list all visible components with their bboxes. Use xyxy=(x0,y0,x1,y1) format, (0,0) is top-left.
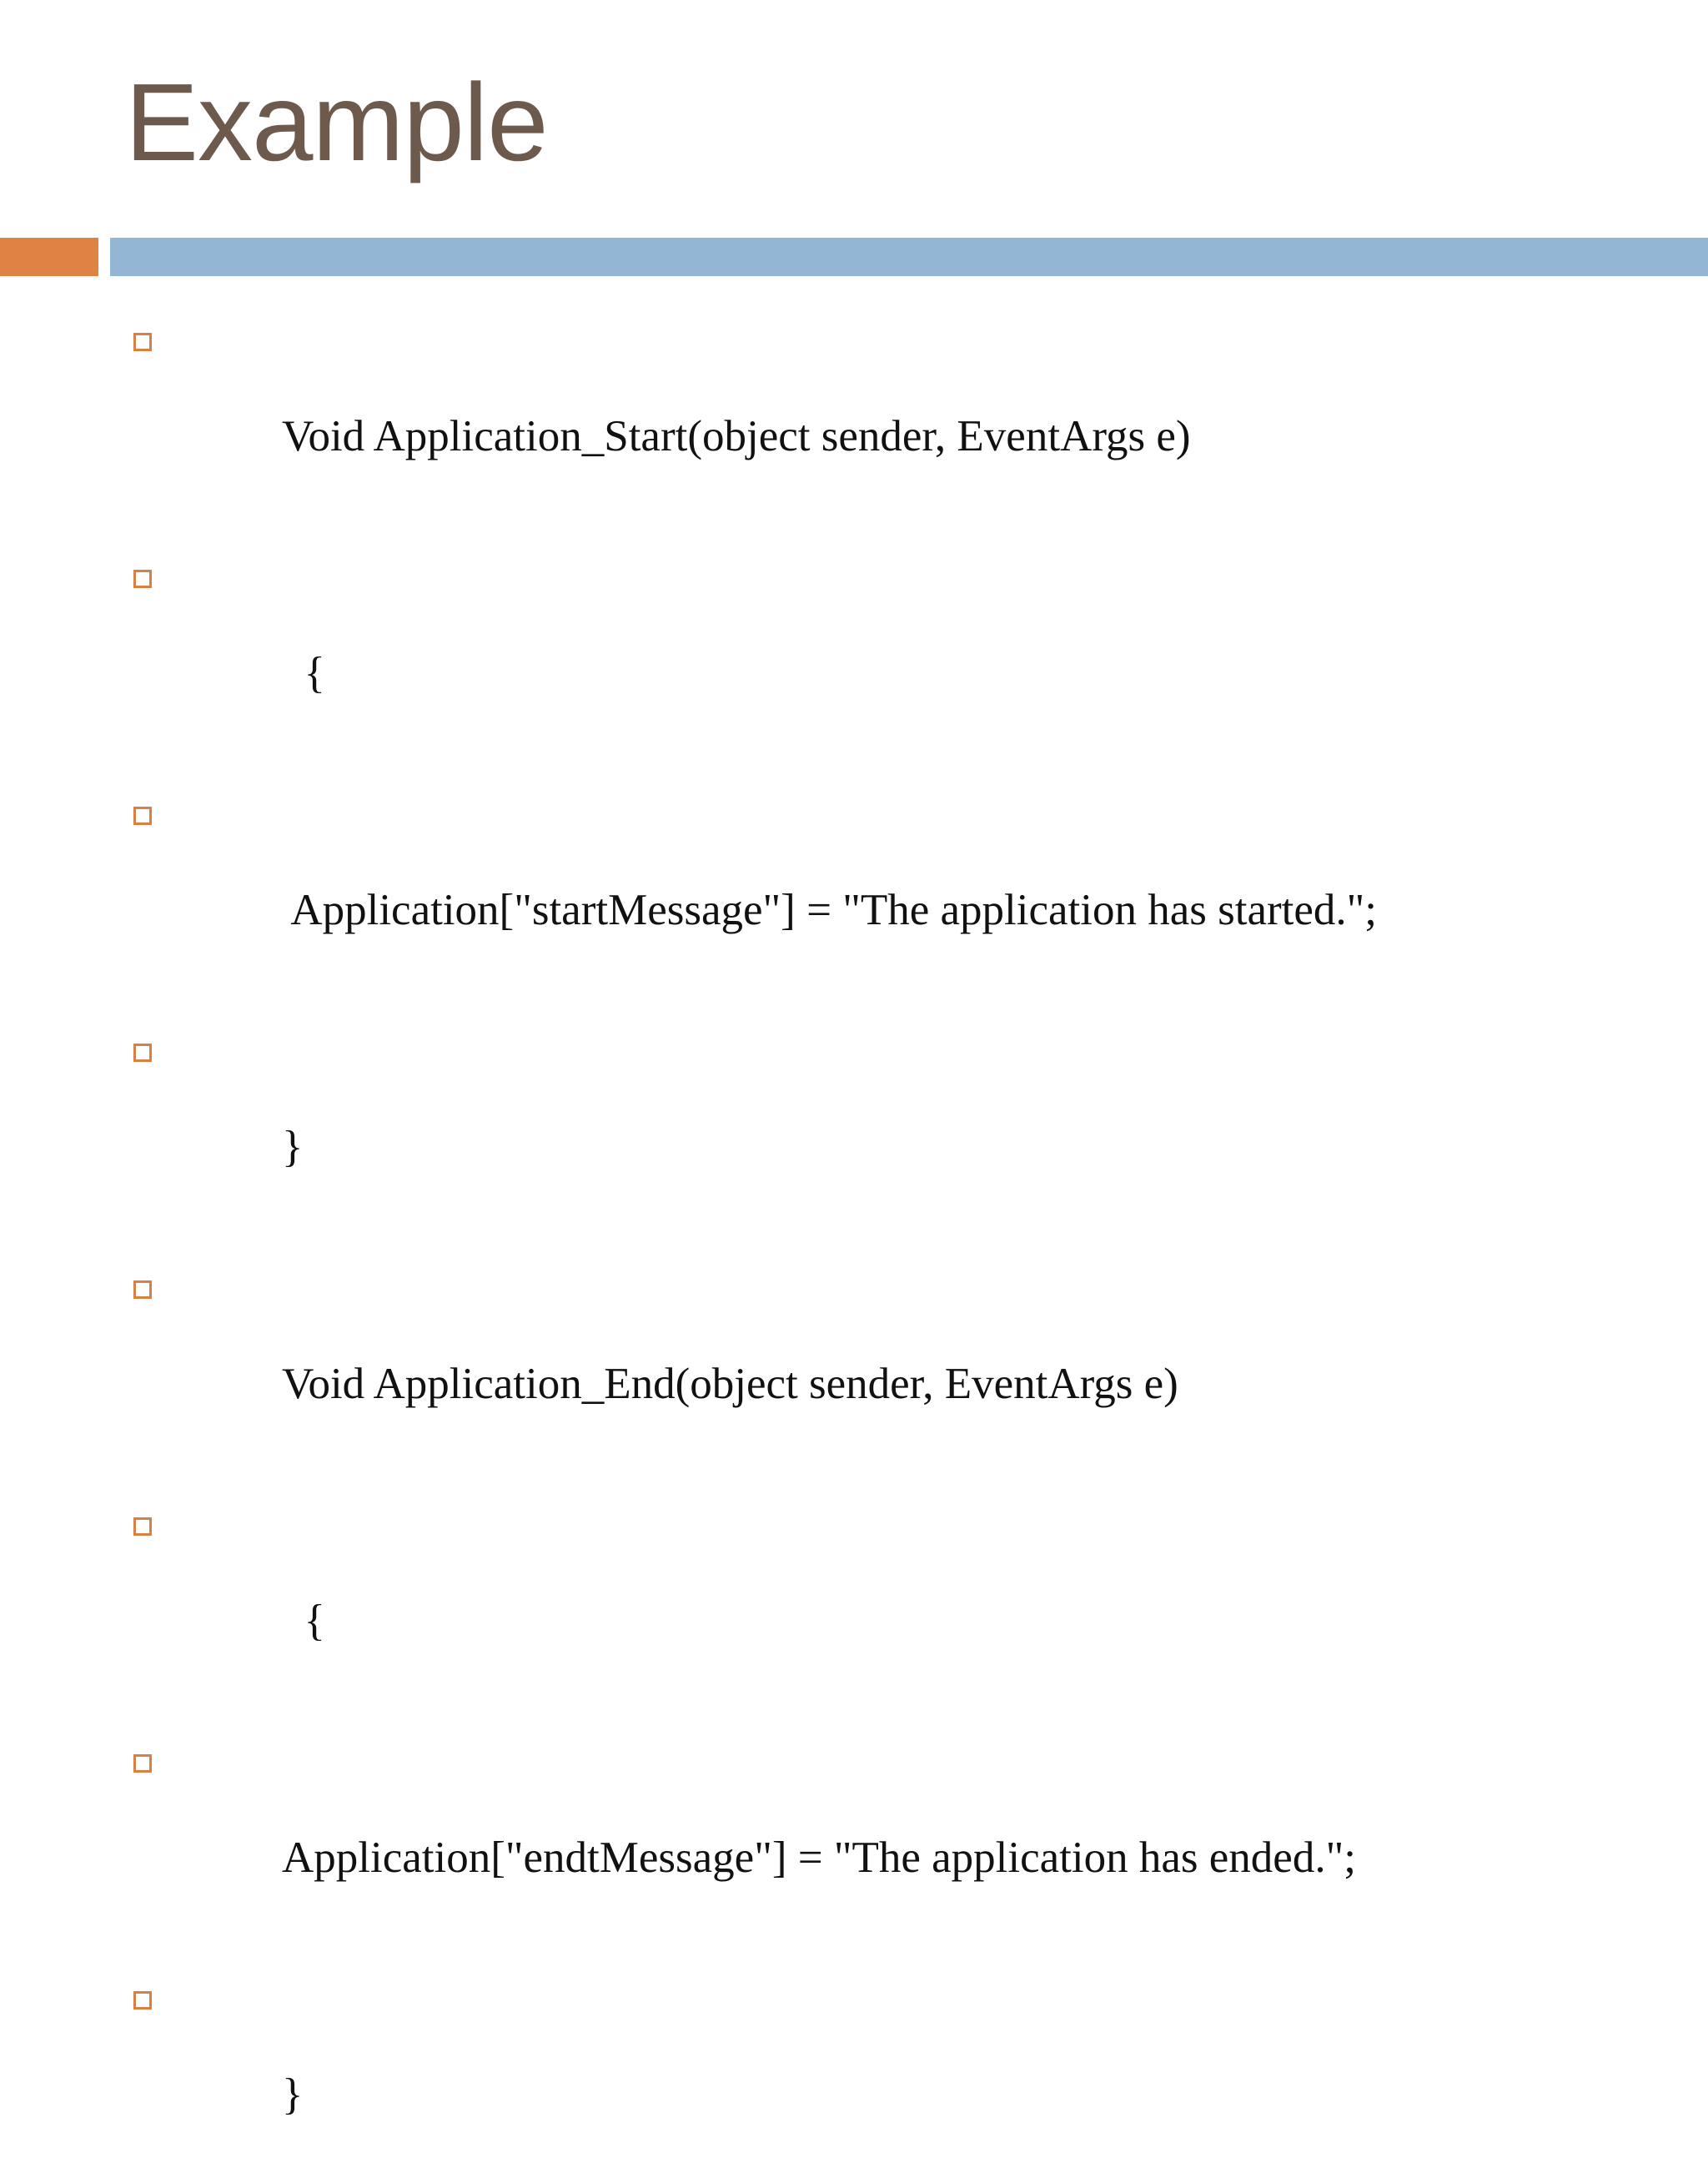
list-item: Application["endtMessage"] = "The applic… xyxy=(0,1748,1708,1924)
divider-accent-bar xyxy=(0,238,98,276)
list-item: Void Application_Start(object sender, Ev… xyxy=(0,326,1708,503)
list-item-label: Application["endtMessage"] = "The applic… xyxy=(282,1834,1356,1882)
list-item-label: } xyxy=(282,2070,304,2119)
title-area: Example xyxy=(0,0,1708,238)
hollow-square-bullet-icon xyxy=(133,1517,152,1536)
divider-main-bar xyxy=(110,238,1708,276)
hollow-square-bullet-icon xyxy=(133,1754,152,1773)
list-item: Application["startMessage"] = "The appli… xyxy=(0,800,1708,977)
list-item: } xyxy=(0,1037,1708,1214)
hollow-square-bullet-icon xyxy=(133,1280,152,1299)
list-item: } xyxy=(0,1984,1708,2161)
page-title: Example xyxy=(125,61,549,184)
slide: Example Void Application_Start(object se… xyxy=(0,0,1708,2117)
hollow-square-bullet-icon xyxy=(133,1991,152,2010)
bullet-list: Void Application_Start(object sender, Ev… xyxy=(0,276,1708,2161)
hollow-square-bullet-icon xyxy=(133,570,152,588)
list-item: { xyxy=(0,1511,1708,1688)
list-item: { xyxy=(0,563,1708,740)
list-item: Void Application_End(object sender, Even… xyxy=(0,1274,1708,1451)
list-item-label: { xyxy=(282,1597,325,1645)
body-content: Void Application_Start(object sender, Ev… xyxy=(0,276,1708,2117)
divider xyxy=(0,238,1708,276)
hollow-square-bullet-icon xyxy=(133,807,152,825)
list-item-label: Void Application_Start(object sender, Ev… xyxy=(282,412,1191,460)
list-item-label: { xyxy=(282,649,325,697)
list-item-label: } xyxy=(282,1123,304,1171)
list-item-label: Application["startMessage"] = "The appli… xyxy=(282,886,1377,934)
hollow-square-bullet-icon xyxy=(133,333,152,351)
hollow-square-bullet-icon xyxy=(133,1044,152,1062)
list-item-label: Void Application_End(object sender, Even… xyxy=(282,1360,1178,1408)
